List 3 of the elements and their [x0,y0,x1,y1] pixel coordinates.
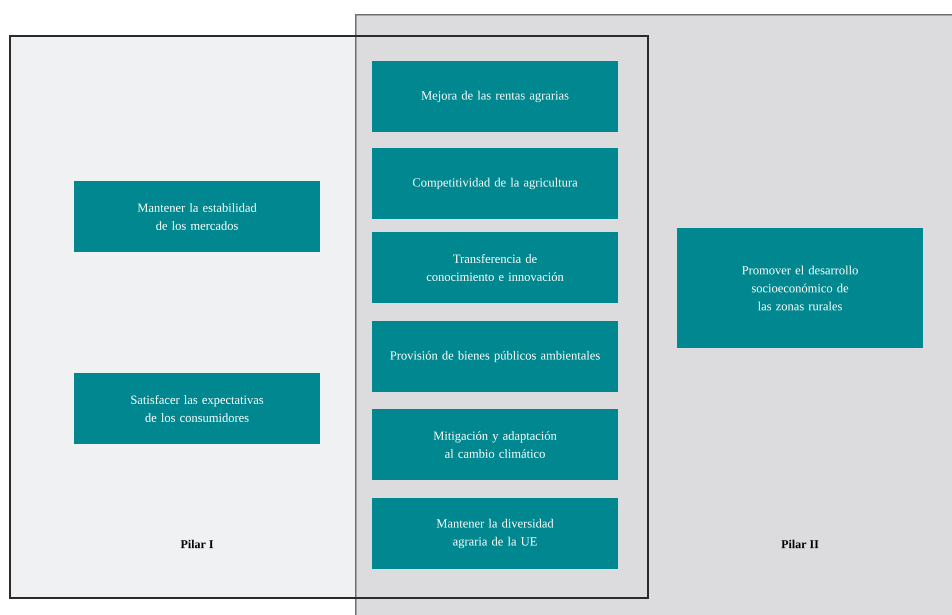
objective-box: Mantener la estabilidad de los mercados [74,181,320,252]
objective-box: Promover el desarrollo socioeconómico de las zonas rurales [677,228,923,348]
objective-box: Satisfacer las expectativas de los consumidores [74,373,320,444]
